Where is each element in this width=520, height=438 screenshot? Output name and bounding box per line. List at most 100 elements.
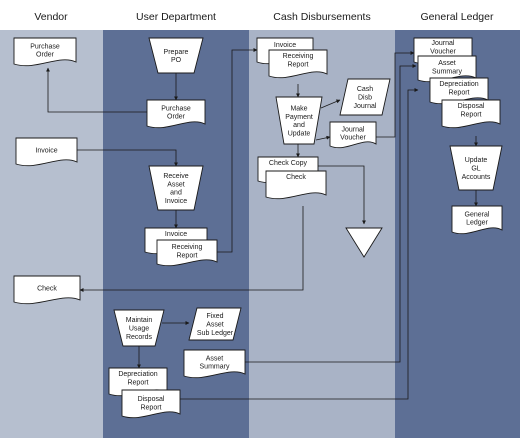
gl-depreciation-report-label-line: Report xyxy=(448,89,469,96)
user-disposal-report-label-line: Report xyxy=(140,404,161,411)
gl-journal-voucher-label-line: Voucher xyxy=(430,48,456,55)
cash-disb-journal-label-line: Disb xyxy=(358,95,372,102)
user-receiving-report-label-line: Report xyxy=(176,252,197,259)
vendor-invoice-label-line: Invoice xyxy=(35,148,57,155)
update-gl-label-line: Accounts xyxy=(462,174,491,181)
maintain-usage-label-line: Maintain xyxy=(126,317,153,324)
user-receiving-report-shape xyxy=(156,239,218,267)
flow-payment-to-journal xyxy=(320,99,341,109)
receive-asset-label-line: and xyxy=(170,190,182,197)
asset-summary-shape xyxy=(183,349,246,379)
user-purchase-order-shape xyxy=(146,99,206,129)
receive-asset-label-line: Invoice xyxy=(165,198,187,205)
user-depreciation-report-label-line: Report xyxy=(127,379,148,386)
cash-receiving-report-label-line: Report xyxy=(287,61,308,68)
vendor-purchase-order-shape xyxy=(13,37,77,67)
flow-summary-to-gl xyxy=(245,64,417,363)
flow-check-to-vendor xyxy=(79,206,304,292)
cash-disb-journal-label-line: Cash xyxy=(357,86,373,93)
cash-journal-voucher-label-line: Voucher xyxy=(340,135,366,142)
flow-invoice-to-receive xyxy=(77,149,178,167)
lane-header-cash-disbursements: Cash Disbursements xyxy=(273,11,370,23)
gl-asset-summary-label-line: Asset xyxy=(438,60,456,67)
flow-checkcopy-to-file xyxy=(318,165,366,225)
user-invoice-label-line: Invoice xyxy=(165,231,187,238)
general-ledger-shape xyxy=(451,205,503,235)
fixed-asset-ledger-label-line: Fixed xyxy=(206,313,223,320)
flow-po-to-vendor xyxy=(46,67,147,113)
receive-asset-label-line: Asset xyxy=(167,181,185,188)
lane-header-vendor: Vendor xyxy=(34,11,68,23)
user-disposal-report-shape xyxy=(121,389,181,419)
update-gl-shape xyxy=(449,145,503,191)
flow-voucher-to-gl xyxy=(376,51,415,138)
receive-asset-label-line: Receive xyxy=(163,173,188,180)
user-disposal-report-label-line: Disposal xyxy=(138,396,165,403)
gl-asset-summary-label-line: Summary xyxy=(432,68,462,75)
make-payment-label-line: Update xyxy=(288,130,311,137)
fixed-asset-ledger-shape xyxy=(188,307,242,341)
maintain-usage-label-line: Records xyxy=(126,334,153,341)
node-vendor-invoice: Invoice xyxy=(15,137,78,167)
receive-asset-shape xyxy=(148,165,204,211)
lane-vendor-bg xyxy=(0,30,103,438)
prepare-po-shape xyxy=(148,37,204,74)
asset-summary-label-line: Asset xyxy=(206,355,224,362)
asset-summary-label-line: Summary xyxy=(200,364,230,371)
cash-journal-voucher-shape xyxy=(329,121,377,149)
make-payment-label-line: and xyxy=(293,122,305,129)
general-ledger-label-line: Ledger xyxy=(466,220,488,227)
cash-journal-voucher-label-line: Journal xyxy=(342,126,365,133)
make-payment-label-line: Payment xyxy=(285,114,313,121)
general-ledger-label-line: General xyxy=(465,211,490,218)
cash-disb-journal-shape xyxy=(339,78,391,116)
make-payment-shape xyxy=(275,96,323,145)
gl-disposal-report-shape xyxy=(441,99,501,129)
vendor-check-shape xyxy=(13,275,81,305)
fixed-asset-ledger-label-line: Asset xyxy=(206,322,224,329)
cash-receiving-report-label-line: Receiving xyxy=(283,53,314,60)
make-payment-label-line: Make xyxy=(290,106,307,113)
vendor-purchase-order-label-line: Purchase xyxy=(30,43,60,50)
user-purchase-order-label-line: Order xyxy=(167,114,186,121)
user-depreciation-report-label-line: Depreciation xyxy=(118,371,157,378)
flow-disposal-to-gl xyxy=(180,88,419,400)
prepare-po-label-line: Prepare xyxy=(164,49,189,56)
flowchart-nodes: PurchaseOrderInvoiceCheckPreparePOPurcha… xyxy=(13,37,503,419)
update-gl-label-line: Update xyxy=(465,157,488,164)
node-cash-check: Check xyxy=(265,170,327,200)
vendor-invoice-shape xyxy=(15,137,78,167)
user-receiving-report-label-line: Receiving xyxy=(172,244,203,251)
check-copy-file-symbol xyxy=(345,227,383,258)
user-purchase-order-label-line: Purchase xyxy=(161,105,191,112)
cash-disb-journal-label-line: Journal xyxy=(354,103,377,110)
vendor-check-label-line: Check xyxy=(37,286,57,293)
flow-lines xyxy=(46,48,478,400)
maintain-usage-label-line: Usage xyxy=(129,326,149,333)
gl-depreciation-report-label-line: Depreciation xyxy=(439,81,478,88)
header-bar xyxy=(0,0,520,30)
gl-disposal-report-label-line: Disposal xyxy=(458,103,485,110)
cash-check-shape xyxy=(265,170,327,200)
gl-journal-voucher-label-line: Journal xyxy=(432,40,455,47)
lane-header-general-ledger: General Ledger xyxy=(421,11,494,23)
cash-check-label-line: Check xyxy=(286,174,306,181)
check-copy-label-line: Check Copy xyxy=(269,160,308,167)
